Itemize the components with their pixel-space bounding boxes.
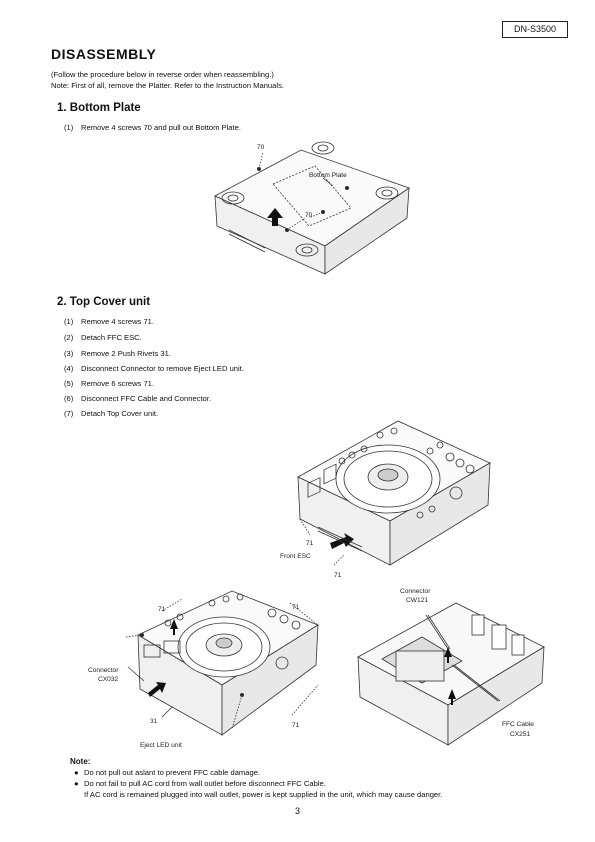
label-cx032: CX032	[98, 676, 118, 683]
page-title: DISASSEMBLY	[51, 46, 157, 62]
section-2-step-1: (1) Remove 4 screws 71.	[64, 317, 154, 326]
section-2-step-7: (7) Detach Top Cover unit.	[64, 409, 158, 418]
label-connector: Connector	[88, 667, 119, 674]
label-bottom-plate: Bottom Plate	[309, 172, 347, 179]
figure-bottom-plate: 70 Bottom Plate 70	[205, 138, 415, 290]
step-text: Disconnect Connector to remove Eject LED…	[81, 364, 244, 373]
note-text: Do not pull out aslant to prevent FFC ca…	[84, 768, 261, 777]
note-item-2: ● Do not fail to pull AC cord from wall o…	[74, 779, 326, 788]
figure-ffc-cable: Connector CW121 FFC Cable CX251	[352, 585, 552, 753]
step-number: (5)	[64, 379, 74, 388]
step-number: (6)	[64, 394, 74, 403]
step-text: Remove 4 screws 71.	[81, 317, 155, 326]
label-screw-71-a: 71	[306, 540, 314, 547]
section-2-step-4: (4) Disconnect Connector to remove Eject …	[64, 364, 244, 373]
label-ffc-cable: FFC Cable	[502, 721, 534, 728]
note-item-1: ● Do not pull out aslant to prevent FFC c…	[74, 768, 260, 777]
label-cx251: CX251	[510, 731, 530, 738]
step-number: (1)	[64, 123, 74, 132]
note-heading: Note:	[70, 757, 91, 766]
label-cw121: CW121	[406, 597, 428, 604]
label-screw-71-tr: 71	[292, 604, 300, 611]
step-number: (4)	[64, 364, 74, 373]
note-continuation: If AC cord is remained plugged into wall…	[84, 790, 443, 799]
label-eject-led-unit: Eject LED unit	[140, 742, 182, 749]
label-rivet-31: 31	[150, 718, 158, 725]
bullet-icon: ●	[74, 768, 79, 777]
section-2-heading: 2. Top Cover unit	[57, 296, 151, 308]
intro-line-2: Note: First of all, remove the Platter. …	[51, 81, 284, 90]
label-screw-70-top: 70	[257, 144, 265, 151]
model-number: DN-S3500	[502, 21, 568, 38]
step-text: Remove 4 screws 70 and pull out Bottom P…	[81, 123, 241, 132]
label-screw-71-b: 71	[334, 572, 342, 579]
step-number: (3)	[64, 349, 74, 358]
step-text: Remove 2 Push Rivets 31.	[81, 349, 171, 358]
section-2-step-2: (2) Detach FFC ESC.	[64, 333, 142, 342]
step-text: Remove 6 screws 71.	[81, 379, 155, 388]
figure-top-cover: 71 Front ESC 71	[270, 415, 500, 580]
step-number: (7)	[64, 409, 74, 418]
section-2-step-5: (5) Remove 6 screws 71.	[64, 379, 154, 388]
bullet-icon: ●	[74, 779, 79, 788]
section-2-step-6: (6) Disconnect FFC Cable and Connector.	[64, 394, 211, 403]
step-text: Detach Top Cover unit.	[81, 409, 159, 418]
label-front-esc: Front ESC	[280, 553, 311, 560]
label-screw-71-b: 71	[292, 722, 300, 729]
note-text: Do not fail to pull AC cord from wall ou…	[84, 779, 326, 788]
step-number: (2)	[64, 333, 74, 342]
label-connector-right: Connector	[400, 588, 431, 595]
intro-line-1: (Follow the procedure below in reverse o…	[51, 70, 274, 79]
intro-text: (Follow the procedure below in reverse o…	[51, 69, 284, 91]
label-screw-70-center: 70	[305, 212, 313, 219]
figure-eject-led: 71 71 Connector CX032 31 71 Eject LED un…	[82, 585, 332, 753]
page-number: 3	[294, 806, 300, 816]
section-1-heading: 1. Bottom Plate	[57, 102, 141, 114]
step-text: Disconnect FFC Cable and Connector.	[81, 394, 212, 403]
step-text: Detach FFC ESC.	[81, 333, 142, 342]
step-number: (1)	[64, 317, 74, 326]
section-2-step-3: (3) Remove 2 Push Rivets 31.	[64, 349, 171, 358]
label-screw-71-tl: 71	[158, 606, 166, 613]
section-1-step-1: (1) Remove 4 screws 70 and pull out Botto…	[64, 123, 241, 132]
